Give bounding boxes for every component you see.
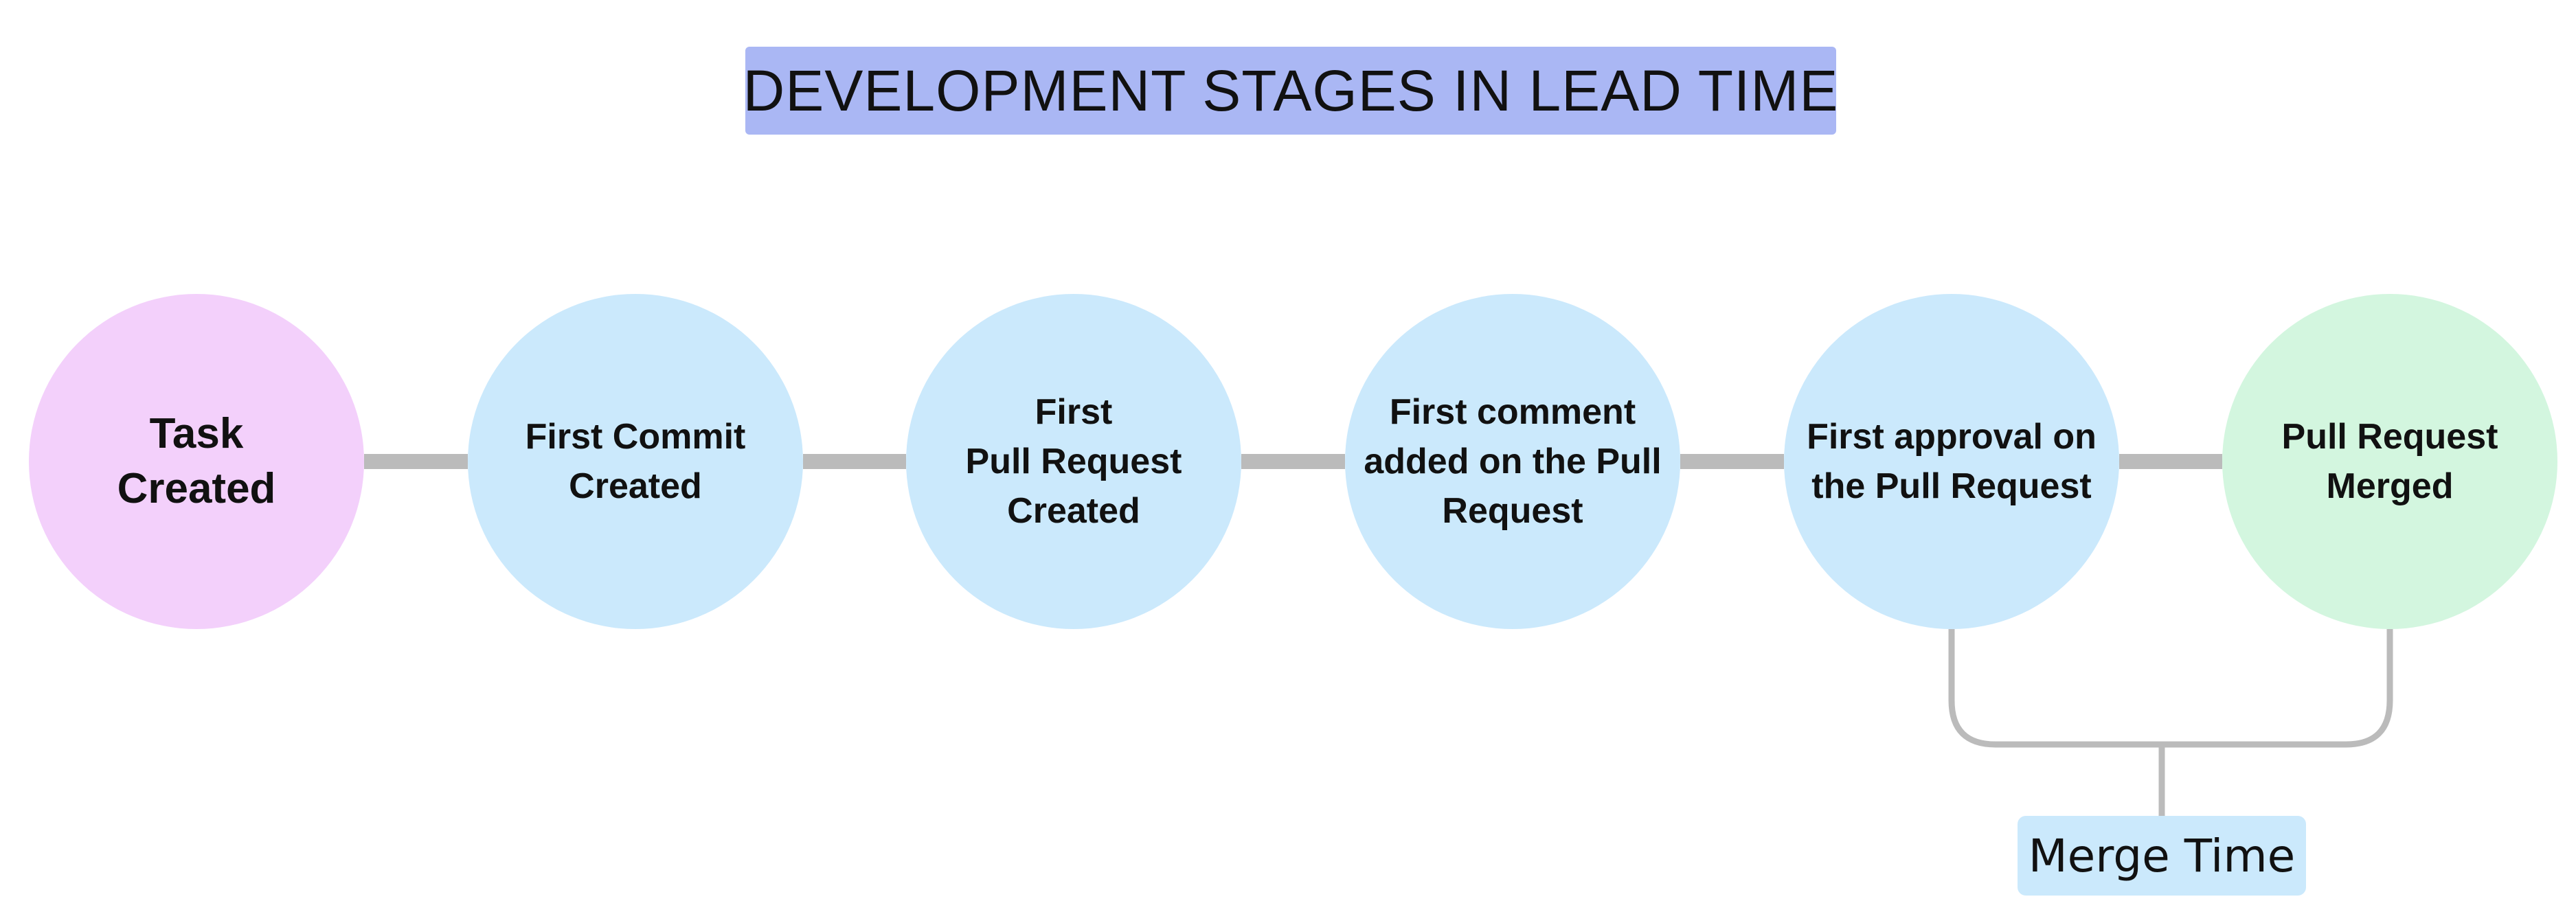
merge-time-label: Merge Time [2028, 829, 2296, 882]
stage-first-commit: First Commit Created [468, 294, 803, 629]
stage-label: Task Created [117, 410, 276, 512]
diagram-title: DEVELOPMENT STAGES IN LEAD TIME [743, 47, 1839, 135]
stage-label: Pull Request Merged [2281, 417, 2498, 506]
stage-label: First comment added on the Pull Request [1364, 392, 1662, 531]
stage-label: First Pull Request Created [965, 392, 1182, 531]
merge-time-box: Merge Time [2018, 816, 2306, 896]
stage-label: First approval on the Pull Request [1807, 417, 2097, 506]
stage-task-created: Task Created [29, 294, 364, 629]
merge-time-bracket [1948, 629, 2393, 748]
stage-first-comment: First comment added on the Pull Request [1345, 294, 1680, 629]
diagram-title-text: DEVELOPMENT STAGES IN LEAD TIME [743, 58, 1839, 123]
stage-first-pull-request: First Pull Request Created [906, 294, 1241, 629]
stage-pull-request-merged: Pull Request Merged [2222, 294, 2557, 629]
stage-label: First Commit Created [525, 417, 746, 506]
stage-first-approval: First approval on the Pull Request [1784, 294, 2119, 629]
